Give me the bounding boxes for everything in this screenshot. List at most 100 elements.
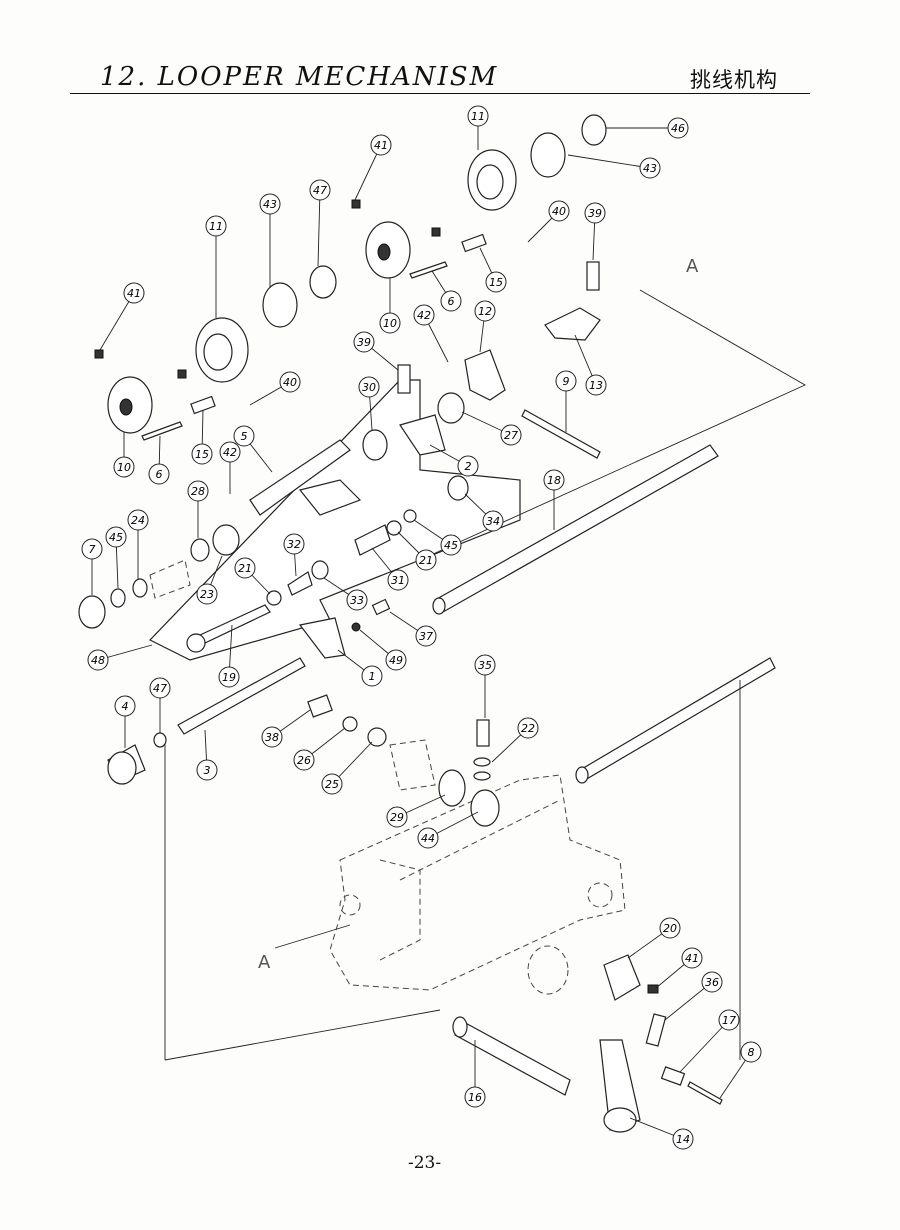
callout-number: 40 [283,376,297,389]
ring-24-part [132,578,148,598]
callout-number: 9 [563,375,570,388]
crank-shaft-part [454,1019,571,1096]
washer-26-part [342,716,358,732]
callout-number: 32 [287,538,301,551]
callout-number: 8 [748,1046,755,1059]
callout-number: 15 [489,276,503,289]
callout-circle [81,538,103,560]
callout-circle [196,583,218,605]
washer-22-part [473,757,491,767]
pin-17-part [660,1066,686,1086]
screw-35-part [476,719,490,747]
callout-circle [219,441,241,463]
callout-number: 23 [200,588,214,601]
thrust-bearing-44-part [470,789,500,827]
screw-36-part [645,1013,667,1047]
callout-circle [196,759,218,781]
callout-number: 12 [478,305,492,318]
needle-bearing-43-right-part [530,132,566,178]
slide-rail-part [249,439,351,516]
callout-number: 41 [685,952,699,965]
callout-number: 29 [390,811,404,824]
callout-leader-line [679,1019,730,1073]
cap-7-part [78,595,106,629]
callout-number: 16 [468,1091,482,1104]
bush-34-part [447,475,469,501]
callout-circle [149,677,171,699]
callout-number: 10 [117,461,131,474]
callout-circle [639,157,661,179]
callout-circle [386,806,408,828]
callout-circle [467,105,489,127]
callout-number: 20 [663,922,677,935]
callout-circle [415,549,437,571]
callout-circle [370,134,392,156]
callout-circle [585,374,607,396]
callout-circle [218,666,240,688]
callout-number: 42 [223,446,237,459]
callout-number: 37 [419,630,433,643]
collar-33-part [311,560,329,580]
callout-number: 6 [156,468,163,481]
callout-number: 41 [374,139,388,152]
callout-circle [584,202,606,224]
screw-39-part [586,261,600,291]
callout-circle [485,271,507,293]
callout-number: 25 [325,778,339,791]
callout-circle [659,917,681,939]
snap-ring-47-right-part [581,114,607,146]
callout-circle [555,370,577,392]
ref-mark-a-top: A [686,256,699,277]
callout-circle [279,371,301,393]
callout-circle [667,117,689,139]
callout-number: 35 [478,659,492,672]
callout-circle [87,649,109,671]
washer-29-part [438,769,466,807]
callout-circle [417,827,439,849]
callout-number: 18 [547,474,561,487]
arm-13-part [544,307,601,341]
callout-circle [259,193,281,215]
callout-circle [681,947,703,969]
collar-27-part [437,392,465,424]
callout-number: 22 [521,722,535,735]
callout-circle [321,773,343,795]
spring-31-part [354,524,391,556]
callout-number: 13 [589,379,603,392]
nut-50-part [351,622,361,632]
callout-number: 5 [241,430,248,443]
callout-number: 38 [265,731,279,744]
callout-number: 17 [722,1014,736,1027]
pin-8-part [687,1081,723,1105]
clamp-20-part [603,954,641,1001]
callout-circle [293,749,315,771]
callout-number: 7 [89,543,96,556]
collar-23-part [212,524,240,556]
callout-number: 28 [191,485,205,498]
callout-number: 48 [91,654,105,667]
callout-number: 24 [131,514,145,527]
callout-number: 43 [643,162,657,175]
callout-number: 43 [263,198,277,211]
callout-number: 47 [153,682,167,695]
link-1-part [298,617,346,659]
callout-circle [543,469,565,491]
needle-bearing-43-left-part [262,282,298,328]
shaft-3-part [177,657,306,735]
callout-circle [309,179,331,201]
callout-number: 40 [552,205,566,218]
callout-circle [353,331,375,353]
callout-circle [233,425,255,447]
callout-number: 44 [421,832,435,845]
page-title-chinese: 挑线机构 [690,68,778,92]
header-rule [70,93,810,94]
callout-leader-line [317,189,321,267]
set-screw-41-part [351,199,361,209]
callout-number: 21 [419,554,433,567]
rod-9-part [521,409,601,459]
callout-leader-line [567,154,651,169]
connecting-rod-part [599,1039,641,1131]
callout-number: 46 [671,122,685,135]
callout-number: 15 [195,448,209,461]
